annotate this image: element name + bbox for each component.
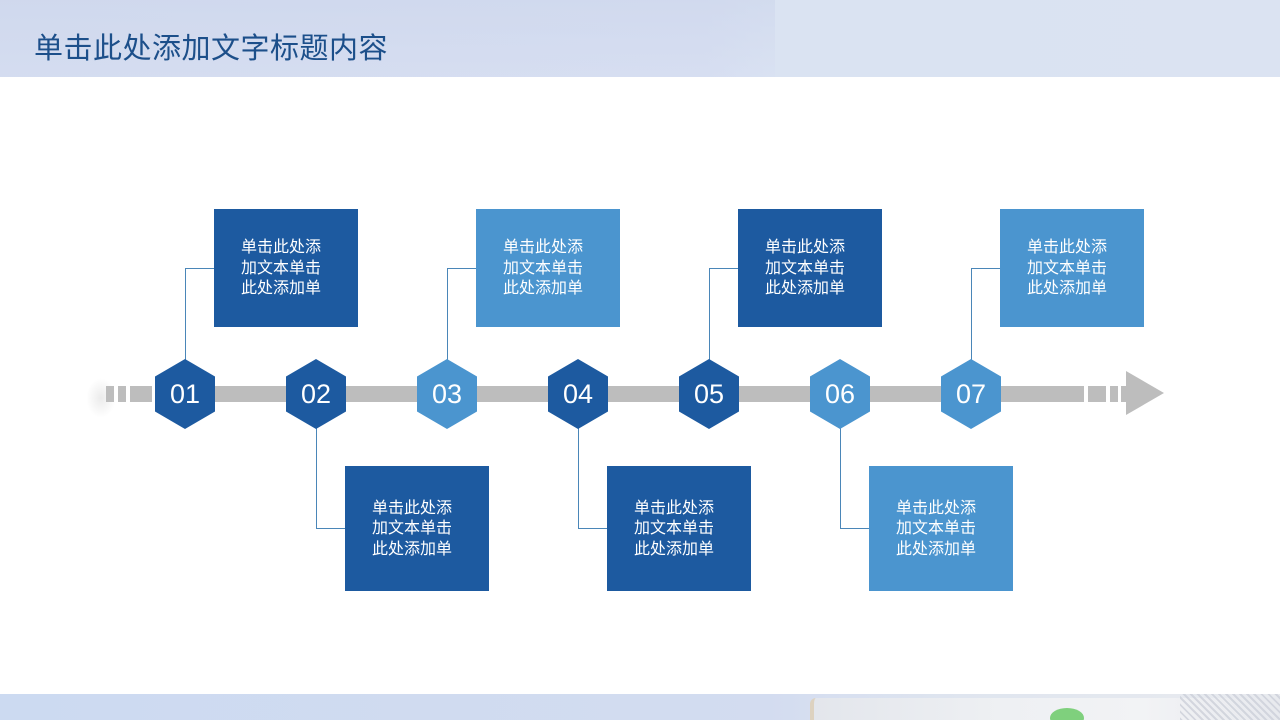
step-text-box[interactable]: 单击此处添加文本单击此处添加单 <box>345 466 489 591</box>
step-number-hexagon[interactable]: 05 <box>679 359 739 429</box>
step-description: 单击此处添加文本单击此处添加单 <box>241 237 322 298</box>
connector-line <box>971 268 1000 269</box>
step-number-hexagon[interactable]: 02 <box>286 359 346 429</box>
step-number: 06 <box>824 378 856 409</box>
connector-line <box>578 427 579 528</box>
connector-line <box>185 268 214 269</box>
connector-line <box>971 268 972 361</box>
step-text-box[interactable]: 单击此处添加文本单击此处添加单 <box>607 466 751 591</box>
step-number: 07 <box>955 378 987 409</box>
step-description: 单击此处添加文本单击此处添加单 <box>634 497 715 558</box>
axis-dash <box>1121 386 1126 402</box>
step-number: 01 <box>169 378 201 409</box>
step-text-box[interactable]: 单击此处添加文本单击此处添加单 <box>214 209 358 327</box>
axis-dash <box>130 386 152 402</box>
connector-line <box>578 528 607 529</box>
footer-banner <box>0 694 1280 720</box>
step-number: 02 <box>300 378 332 409</box>
footer-book-image <box>810 698 1280 720</box>
step-description: 单击此处添加文本单击此处添加单 <box>765 237 846 298</box>
connector-line <box>840 528 869 529</box>
arrow-head-icon <box>1126 371 1164 415</box>
step-text-box[interactable]: 单击此处添加文本单击此处添加单 <box>738 209 882 327</box>
connector-line <box>709 268 710 361</box>
step-description: 单击此处添加文本单击此处添加单 <box>896 497 977 558</box>
connector-line <box>709 268 738 269</box>
step-text-box[interactable]: 单击此处添加文本单击此处添加单 <box>476 209 620 327</box>
connector-line <box>447 268 476 269</box>
step-text-box[interactable]: 单击此处添加文本单击此处添加单 <box>1000 209 1144 327</box>
step-description: 单击此处添加文本单击此处添加单 <box>503 237 584 298</box>
header-banner: 单击此处添加文字标题内容 <box>0 0 1280 77</box>
axis-dash <box>118 386 126 402</box>
connector-line <box>185 268 186 361</box>
step-number-hexagon[interactable]: 01 <box>155 359 215 429</box>
axis-dash <box>1088 386 1106 402</box>
connector-line <box>447 268 448 361</box>
step-number: 04 <box>562 378 594 409</box>
step-description: 单击此处添加文本单击此处添加单 <box>372 497 453 558</box>
connector-line <box>316 427 317 528</box>
step-number: 05 <box>693 378 725 409</box>
axis-dash <box>106 386 114 402</box>
header-background-image <box>0 0 775 77</box>
axis-dash <box>1110 386 1118 402</box>
step-number: 03 <box>431 378 463 409</box>
step-description: 单击此处添加文本单击此处添加单 <box>1027 237 1108 298</box>
connector-line <box>316 528 345 529</box>
footer-ink-decoration <box>1180 694 1280 720</box>
connector-line <box>840 427 841 528</box>
step-number-hexagon[interactable]: 03 <box>417 359 477 429</box>
step-number-hexagon[interactable]: 06 <box>810 359 870 429</box>
step-number-hexagon[interactable]: 07 <box>941 359 1001 429</box>
step-text-box[interactable]: 单击此处添加文本单击此处添加单 <box>869 466 1013 591</box>
footer-green-decoration <box>1050 708 1084 720</box>
page-title[interactable]: 单击此处添加文字标题内容 <box>34 31 389 65</box>
step-number-hexagon[interactable]: 04 <box>548 359 608 429</box>
